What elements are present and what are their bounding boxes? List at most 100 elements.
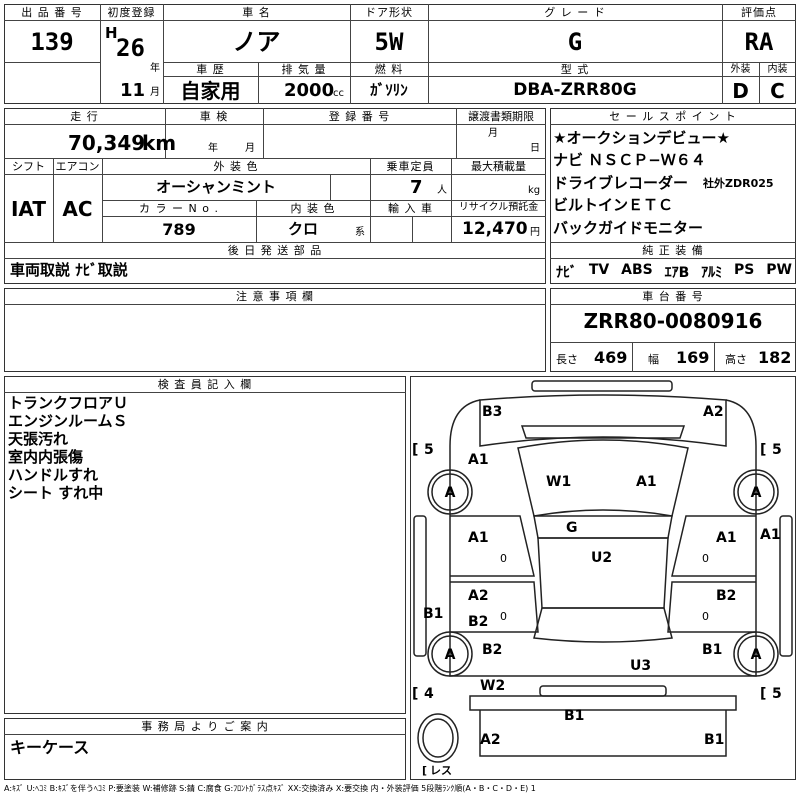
- mark-a1-right-door: A1: [716, 530, 737, 546]
- sales-points-section: [550, 108, 796, 284]
- fuel-label: 燃 料: [374, 63, 404, 76]
- svg-text:[: [: [760, 442, 766, 458]
- import-label: 輸 入 車: [388, 202, 433, 215]
- mark-u2: U2: [591, 550, 612, 566]
- later-parts-label: 後 日 発 送 部 品: [227, 244, 323, 257]
- mark-b1-right-quarter: B1: [702, 642, 722, 658]
- model-code: DBA-ZRR80G: [513, 80, 637, 100]
- sales-point-5: バックガイドモニター: [553, 219, 704, 237]
- doors: 5W: [374, 28, 404, 56]
- equipment-abs: ABS: [621, 262, 653, 278]
- equipment-list: ﾅﾋﾞ TV ABS ｴｱB ｱﾙﾐ PS PW: [556, 262, 792, 282]
- ac-label: エアコン: [55, 160, 100, 173]
- chassis-label: 車 台 番 号: [642, 290, 704, 303]
- history-label: 車 歴: [196, 63, 225, 76]
- equipment-ps: PS: [734, 262, 755, 278]
- mark-b1-left-side: B1: [423, 606, 443, 622]
- lot-number: 139: [30, 28, 74, 56]
- tread-rear-left: 4: [424, 686, 434, 702]
- load-label: 最大積載量: [471, 160, 526, 173]
- inspector-line-2: エンジンルームＳ: [8, 412, 128, 430]
- chassis-section: [550, 288, 796, 372]
- inspection-year: 年: [208, 143, 218, 154]
- inspection-label: 車 検: [199, 110, 229, 123]
- sales-point-4: ビルトインＥＴＣ: [553, 196, 674, 214]
- tread-rear-right: 5: [772, 686, 782, 702]
- equipment-airbag: ｴｱB: [664, 265, 690, 281]
- svg-text:[: [: [412, 442, 418, 458]
- displacement-unit: cc: [333, 88, 344, 99]
- damage-legend: A:ｷｽﾞ U:ﾍｺﾐ B:ｷｽﾞを伴うﾍｺﾐ P:要塗装 W:補修跡 S:錆 …: [4, 784, 536, 793]
- year-unit: 年: [150, 63, 160, 74]
- tread-front-left: 5: [424, 442, 434, 458]
- reg-year: 26: [116, 34, 145, 62]
- inspector-line-5: ハンドルすれ: [8, 466, 99, 484]
- mark-a1-right-edge: A1: [760, 527, 781, 543]
- ac: AC: [62, 197, 93, 221]
- zero-1: 0: [500, 552, 507, 565]
- equipment-alloy: ｱﾙﾐ: [701, 265, 723, 281]
- inspection-month: 月: [245, 143, 255, 154]
- fuel: ｶﾞｿﾘﾝ: [370, 81, 408, 99]
- transfer-day: 日: [530, 143, 540, 154]
- recycle-label: リサイクル預託金: [458, 202, 539, 213]
- tire-rear-right-grade: A: [751, 647, 762, 663]
- displacement: 2000: [284, 80, 335, 101]
- svg-text:[: [: [760, 686, 766, 702]
- model-name-label: 車 名: [242, 6, 271, 19]
- shift-label: シフト: [12, 160, 45, 173]
- equipment-label: 純 正 装 備: [642, 244, 704, 257]
- length: 469: [594, 348, 628, 367]
- capacity-label: 乗車定員: [386, 160, 435, 173]
- month-unit: 月: [150, 87, 160, 98]
- recycle-amount: 12,470: [462, 219, 528, 239]
- diagram-section: [410, 376, 796, 780]
- equipment-tv: TV: [588, 262, 610, 278]
- history: 自家用: [180, 79, 241, 103]
- lot-label: 出 品 番 号: [21, 6, 83, 19]
- capacity: 7: [410, 177, 423, 198]
- model-code-label: 型 式: [560, 63, 590, 76]
- mark-b2-left-quarter: B2: [482, 642, 502, 658]
- ext-color: オーシャンミント: [156, 178, 276, 196]
- mark-a1-fender: A1: [468, 452, 489, 468]
- reg-month: 11: [120, 80, 146, 101]
- tire-front-left-grade: A: [445, 485, 456, 501]
- mark-u3: U3: [630, 658, 651, 674]
- color-no: 789: [162, 220, 196, 239]
- era: H: [105, 24, 118, 42]
- int-color: クロ: [287, 220, 318, 238]
- recycle-unit: 円: [530, 227, 540, 238]
- mark-w2: W2: [480, 678, 505, 694]
- zero-2: 0: [702, 552, 709, 565]
- height-label: 高さ: [725, 353, 747, 366]
- tire-front-right-grade: A: [751, 485, 762, 501]
- interior-label: 内装: [767, 64, 788, 75]
- doors-label: ドア形状: [365, 6, 413, 19]
- interior-grade: C: [770, 79, 785, 103]
- mark-a1-left-door: A1: [468, 530, 489, 546]
- chassis-number: ZRR80-0080916: [583, 309, 763, 333]
- first-reg-label: 初度登録: [107, 6, 156, 19]
- office-section: [4, 718, 406, 780]
- notes-label: 注 意 事 項 欄: [236, 290, 314, 303]
- sales-points-label: セ ー ル ス ポ イ ン ト: [609, 110, 737, 123]
- svg-text:[: [: [422, 764, 427, 777]
- mark-a2-left-rear: A2: [468, 588, 489, 604]
- inspector-line-4: 室内内張傷: [8, 448, 84, 466]
- length-label: 長さ: [556, 353, 578, 366]
- office-text: キーケース: [10, 738, 90, 757]
- transfer-month: 月: [488, 128, 498, 139]
- office-label: 事 務 局 よ り ご 案 内: [141, 720, 269, 733]
- sales-point-3: ドライブレコーダー: [553, 174, 689, 192]
- grade: G: [567, 28, 583, 56]
- later-parts: 車両取説 ﾅﾋﾞ取説: [10, 261, 128, 279]
- inspector-line-3: 天張汚れ: [8, 430, 69, 448]
- spare-label: レス: [430, 764, 452, 777]
- car-damage-diagram: B3 A2 A1 W1 A1 G A1 A1 A1 U2 A2 B2 B2 B1…: [412, 380, 793, 777]
- mark-g: G: [566, 520, 578, 536]
- equipment-navi: ﾅﾋﾞ: [556, 265, 577, 281]
- inspector-label: 検 査 員 記 入 欄: [157, 378, 253, 391]
- mileage-label: 走 行: [70, 110, 99, 123]
- mark-a1-hood: A1: [636, 474, 657, 490]
